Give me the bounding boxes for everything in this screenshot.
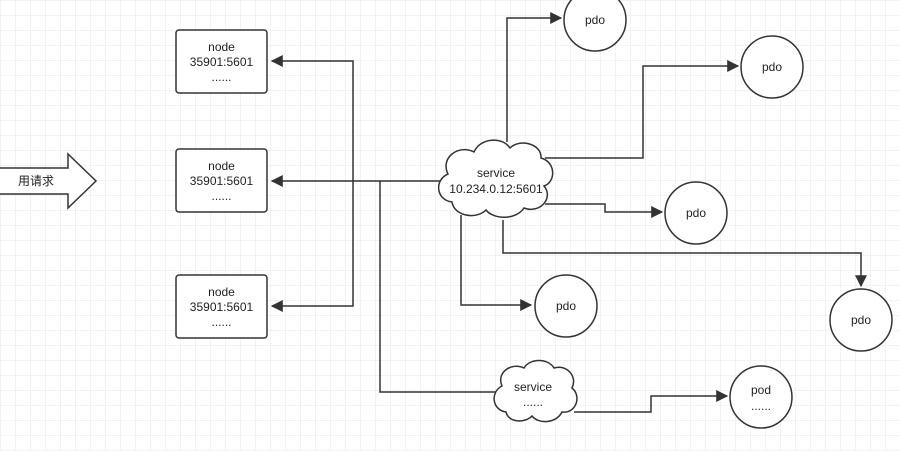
- pod-3-label: pdo: [686, 206, 706, 220]
- request-label: 用请求: [18, 174, 54, 188]
- node-1-port: 35901:5601: [190, 55, 254, 69]
- pod-2-label: pdo: [762, 60, 782, 74]
- pod-6-label: pod: [751, 383, 771, 397]
- pod-1-label: pdo: [585, 13, 605, 27]
- edge-to-secondary-service: [379, 181, 498, 393]
- pod-circle-4: pdo: [534, 274, 598, 338]
- edge-service-to-pod-1: [506, 12, 563, 142]
- pod-6-ellipsis: ......: [751, 399, 771, 413]
- service-main-ip: 10.234.0.12:5601: [449, 182, 543, 196]
- request-arrow: 用请求: [0, 152, 98, 210]
- edge-service-to-pod-4: [460, 215, 533, 311]
- edge-service-to-node-1: [270, 55, 354, 181]
- node-3-ellipsis: ......: [211, 315, 231, 329]
- pod-circle-3: pdo: [664, 181, 728, 245]
- node-2-title: node: [208, 159, 235, 173]
- pod-circle-1: pdo: [563, 0, 627, 52]
- pod-circle-6: pod ......: [729, 365, 793, 429]
- edge-service-to-pod-5: [502, 220, 867, 288]
- service-cloud-main: service 10.234.0.12:5601: [438, 139, 554, 218]
- edge-service-to-pod-3: [545, 203, 664, 218]
- node-3-port: 35901:5601: [190, 300, 254, 314]
- service-secondary-ellipsis: ......: [523, 395, 543, 409]
- pod-circle-2: pdo: [740, 35, 804, 99]
- edge-service-to-pod-2: [545, 60, 740, 159]
- service-cloud-secondary: service ......: [493, 359, 578, 423]
- node-2-port: 35901:5601: [190, 174, 254, 188]
- node-3-title: node: [208, 285, 235, 299]
- node-box-1: node 35901:5601 ......: [175, 29, 268, 94]
- edge-service-to-node-3: [270, 181, 354, 312]
- edge-secondary-service-to-pod-6: [574, 390, 729, 413]
- service-main-title: service: [477, 166, 515, 180]
- pod-5-label: pdo: [851, 313, 871, 327]
- service-secondary-title: service: [514, 380, 552, 394]
- pod-4-label: pdo: [556, 299, 576, 313]
- node-1-ellipsis: ......: [211, 70, 231, 84]
- connectors: [270, 12, 867, 413]
- node-box-3: node 35901:5601 ......: [175, 274, 268, 339]
- node-1-title: node: [208, 40, 235, 54]
- node-box-2: node 35901:5601 ......: [175, 148, 268, 213]
- node-2-ellipsis: ......: [211, 189, 231, 203]
- pod-circle-5: pdo: [829, 288, 893, 352]
